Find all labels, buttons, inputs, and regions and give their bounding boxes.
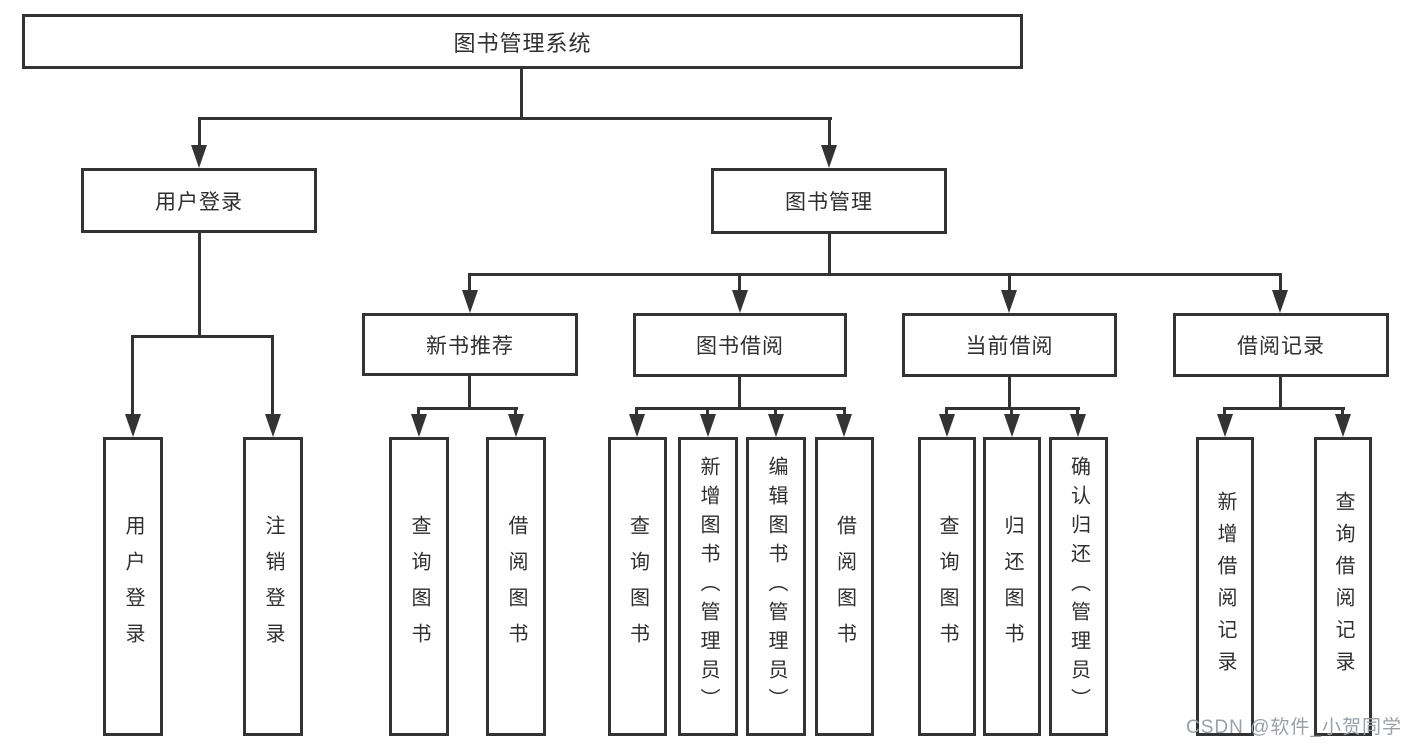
connector-line xyxy=(1279,273,1282,292)
node-label: 查询图书 xyxy=(408,514,430,659)
node-label: 查询图书 xyxy=(626,514,649,659)
leaf-user-login: 用户登录 xyxy=(103,437,163,736)
node-label: 当前借阅 xyxy=(965,335,1054,358)
node-label: 借阅图书 xyxy=(833,514,856,659)
leaf-cb-confirm-return: 确认归还（管理员） xyxy=(1049,437,1108,736)
connector-line xyxy=(1341,407,1344,417)
leaf-bb-edit-book: 编辑图书（管理员） xyxy=(746,437,806,736)
arrow-down xyxy=(1217,414,1233,437)
connector-line xyxy=(198,117,201,147)
node-label: 图书管理 xyxy=(785,191,873,214)
node-label: 图书借阅 xyxy=(696,335,784,358)
node-label: 用户登录 xyxy=(122,514,144,659)
arrow-down xyxy=(411,414,427,437)
connector-line xyxy=(198,233,201,337)
arrow-down xyxy=(1001,290,1017,313)
leaf-bb-add-book: 新增图书（管理员） xyxy=(678,437,738,736)
node-current-borrow: 当前借阅 xyxy=(902,313,1117,377)
node-label: 新增借阅记录 xyxy=(1214,490,1236,683)
connector-line xyxy=(417,407,518,410)
node-label: 新书推荐 xyxy=(426,334,514,358)
arrow-down xyxy=(821,145,837,168)
connector-line xyxy=(514,407,517,417)
node-borrow-record: 借阅记录 xyxy=(1173,313,1389,377)
leaf-logout: 注销登录 xyxy=(243,437,303,736)
node-label: 编辑图书（管理员） xyxy=(765,456,787,717)
connector-line xyxy=(1223,407,1226,417)
arrow-down xyxy=(700,414,716,437)
node-label: 确认归还（管理员） xyxy=(1067,456,1090,717)
csdn-watermark: CSDN @软件_小贺同学 xyxy=(1186,717,1402,738)
arrow-down xyxy=(1070,414,1086,437)
connector-line xyxy=(1223,407,1345,410)
leaf-bb-query-book: 查询图书 xyxy=(608,437,667,736)
leaf-cb-query-book: 查询图书 xyxy=(918,437,976,736)
connector-line xyxy=(1010,407,1013,417)
arrow-down xyxy=(629,414,645,437)
leaf-cb-return-book: 归还图书 xyxy=(983,437,1041,736)
connector-line xyxy=(774,407,777,417)
node-new-book-recommend: 新书推荐 xyxy=(362,313,578,376)
connector-line xyxy=(468,273,1282,276)
connector-line xyxy=(1279,377,1282,410)
leaf-br-add-record: 新增借阅记录 xyxy=(1196,437,1254,736)
connector-line xyxy=(1008,273,1011,292)
node-library-system: 图书管理系统 xyxy=(22,14,1023,69)
arrow-down xyxy=(732,290,748,313)
arrow-down xyxy=(1335,414,1351,437)
leaf-nb-borrow-book: 借阅图书 xyxy=(486,437,546,736)
connector-line xyxy=(738,273,741,292)
node-label: 用户登录 xyxy=(155,190,243,214)
arrow-down xyxy=(508,414,524,437)
connector-line xyxy=(468,273,471,292)
node-label: 图书管理系统 xyxy=(453,30,592,56)
connector-line xyxy=(635,407,638,417)
connector-line xyxy=(706,407,709,417)
connector-line xyxy=(131,335,134,417)
node-label: 归还图书 xyxy=(1001,514,1023,659)
connector-line xyxy=(738,377,741,410)
connector-line xyxy=(131,335,274,338)
node-label: 新增图书（管理员） xyxy=(697,456,719,717)
leaf-bb-borrow-book: 借阅图书 xyxy=(815,437,874,736)
leaf-br-query-record: 查询借阅记录 xyxy=(1314,437,1372,736)
node-label: 查询图书 xyxy=(936,514,958,659)
connector-line xyxy=(635,407,846,410)
arrow-down xyxy=(836,414,852,437)
node-label: 查询借阅记录 xyxy=(1332,490,1354,683)
arrow-down xyxy=(191,145,207,168)
arrow-down xyxy=(939,414,955,437)
arrow-down xyxy=(768,414,784,437)
connector-line xyxy=(828,117,831,147)
connector-line xyxy=(1076,407,1079,417)
arrow-down xyxy=(125,414,141,437)
connector-line xyxy=(271,335,274,417)
node-label: 注销登录 xyxy=(262,514,284,659)
leaf-nb-query-book: 查询图书 xyxy=(389,437,449,736)
node-user-login: 用户登录 xyxy=(81,168,317,233)
connector-line xyxy=(468,376,471,410)
connector-line xyxy=(417,407,420,417)
node-book-borrow: 图书借阅 xyxy=(633,313,847,377)
connector-line xyxy=(520,69,523,119)
arrow-down xyxy=(1272,290,1288,313)
connector-line xyxy=(828,234,831,275)
arrow-down xyxy=(265,414,281,437)
node-label: 借阅图书 xyxy=(505,514,527,659)
connector-line xyxy=(198,117,832,120)
node-label: 借阅记录 xyxy=(1237,335,1325,358)
arrow-down xyxy=(462,290,478,313)
connector-line xyxy=(1008,377,1011,410)
connector-line xyxy=(945,407,948,417)
connector-line xyxy=(843,407,846,417)
arrow-down xyxy=(1004,414,1020,437)
node-book-management: 图书管理 xyxy=(711,168,947,234)
